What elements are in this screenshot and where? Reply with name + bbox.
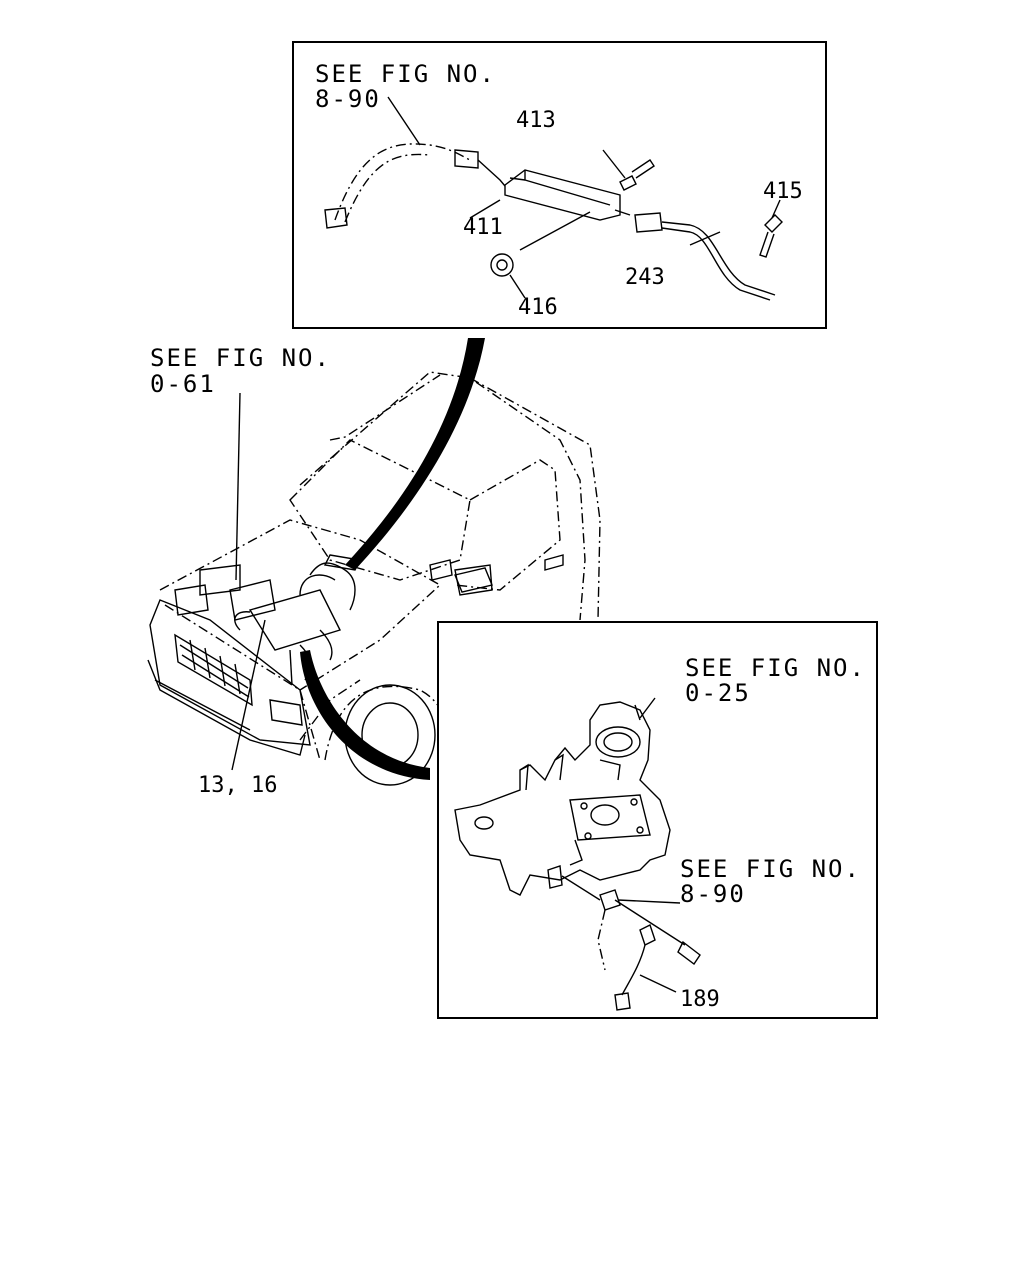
bolt-189 bbox=[677, 940, 701, 966]
bottom-inset-frame bbox=[437, 621, 878, 1019]
manifold-port-top bbox=[595, 726, 641, 758]
top-inset-frame bbox=[292, 41, 827, 329]
left-ref-label-line1: SEE FIG NO. bbox=[150, 344, 331, 372]
leader-413 bbox=[602, 149, 626, 179]
leader-411 bbox=[469, 199, 501, 219]
vehicle-drawing bbox=[147, 371, 601, 786]
top-ref-label-line1: SEE FIG NO. bbox=[315, 60, 496, 88]
nut-416 bbox=[490, 253, 514, 277]
leader-189 bbox=[639, 974, 677, 993]
connector-upper bbox=[454, 149, 479, 169]
leader-243 bbox=[689, 231, 721, 246]
part-416-label: 416 bbox=[518, 295, 558, 320]
leader-13-16 bbox=[231, 619, 266, 771]
bolt-415 bbox=[764, 214, 783, 233]
leader-0-25 bbox=[634, 704, 641, 721]
part-411-label: 411 bbox=[463, 215, 503, 240]
bottom-inset-pointer bbox=[300, 650, 430, 780]
leader-8-90-bottom bbox=[617, 899, 681, 904]
part-243-label: 243 bbox=[625, 265, 665, 290]
leader-0-61 bbox=[235, 392, 241, 581]
top-inset: SEE FIG NO. 8-90 413 415 411 243 416 bbox=[292, 41, 827, 329]
part-415-label: 415 bbox=[763, 179, 803, 204]
sensor-189 bbox=[639, 924, 656, 946]
left-ref-label-line2: 0-61 bbox=[150, 370, 216, 398]
part-189-label: 189 bbox=[680, 987, 720, 1012]
harness-left bbox=[334, 143, 471, 221]
leader-lines bbox=[231, 338, 485, 780]
right-ref-b-label-line1: SEE FIG NO. bbox=[680, 855, 861, 883]
manifold bbox=[454, 701, 671, 896]
manifold-flange bbox=[569, 794, 651, 841]
top-ref-label-line2: 8-90 bbox=[315, 85, 381, 113]
right-ref-a-label-line1: SEE FIG NO. bbox=[685, 654, 866, 682]
screw-413 bbox=[619, 175, 637, 191]
connector-left bbox=[324, 207, 348, 229]
sensor-189-connector bbox=[614, 992, 631, 1011]
leader-8-90-top bbox=[387, 96, 421, 146]
leader-415 bbox=[771, 199, 781, 219]
part-413-label: 413 bbox=[516, 108, 556, 133]
manifold-bolt-hole bbox=[474, 816, 494, 830]
sensor-mount bbox=[547, 865, 563, 889]
right-ref-b-label-line2: 8-90 bbox=[680, 880, 746, 908]
sensor-243 bbox=[634, 212, 663, 233]
bracket bbox=[599, 889, 621, 911]
top-inset-pointer bbox=[345, 338, 485, 570]
part-13-16-label: 13, 16 bbox=[198, 773, 277, 798]
leader-416b bbox=[509, 274, 526, 299]
bottom-inset: SEE FIG NO. 0-25 SEE FIG NO. 8-90 189 bbox=[437, 621, 878, 1019]
left-callout: SEE FIG NO. 0-61 13, 16 bbox=[150, 344, 331, 798]
right-ref-a-label-line2: 0-25 bbox=[685, 679, 751, 707]
leader-416 bbox=[519, 211, 591, 251]
